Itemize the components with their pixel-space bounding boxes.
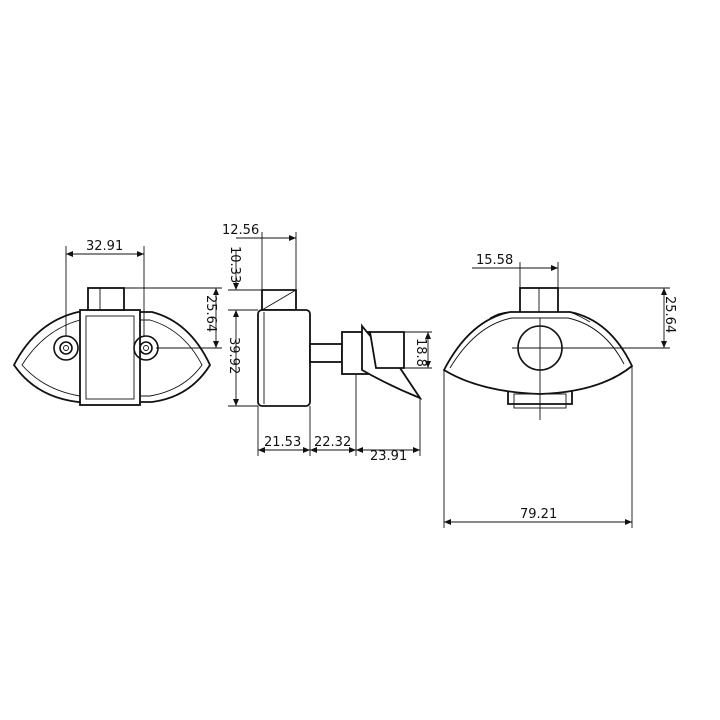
side-depth-1-dimension: 21.53 <box>264 435 301 450</box>
side-view-body <box>257 309 311 407</box>
side-height-dimension: 39.92 <box>226 337 241 374</box>
rear-height-dimension: 25.64 <box>662 296 677 333</box>
rear-width-dimension: 79.21 <box>520 507 557 522</box>
front-view: 32.91 25.64 <box>12 239 222 406</box>
rear-top-width-dimension: 15.58 <box>476 253 513 268</box>
side-offset-dimension: 10.33 <box>227 246 242 283</box>
side-view-shaft <box>309 343 343 363</box>
side-view: 12.56 10.33 39.92 18.8 21.53 22.32 23.91 <box>222 223 432 464</box>
side-depth-3-dimension: 23.91 <box>370 449 407 464</box>
side-knob-height-dimension: 18.8 <box>413 338 428 367</box>
rear-view-plate <box>442 311 634 395</box>
side-depth-2-dimension: 22.32 <box>314 435 351 450</box>
front-height-dimension: 25.64 <box>203 295 218 332</box>
front-view-body <box>79 309 141 406</box>
rear-view: 15.58 25.64 79.21 <box>442 253 677 528</box>
side-top-width-dimension: 12.56 <box>222 223 259 238</box>
front-width-dimension: 32.91 <box>86 239 123 254</box>
front-view-stem <box>87 287 125 311</box>
